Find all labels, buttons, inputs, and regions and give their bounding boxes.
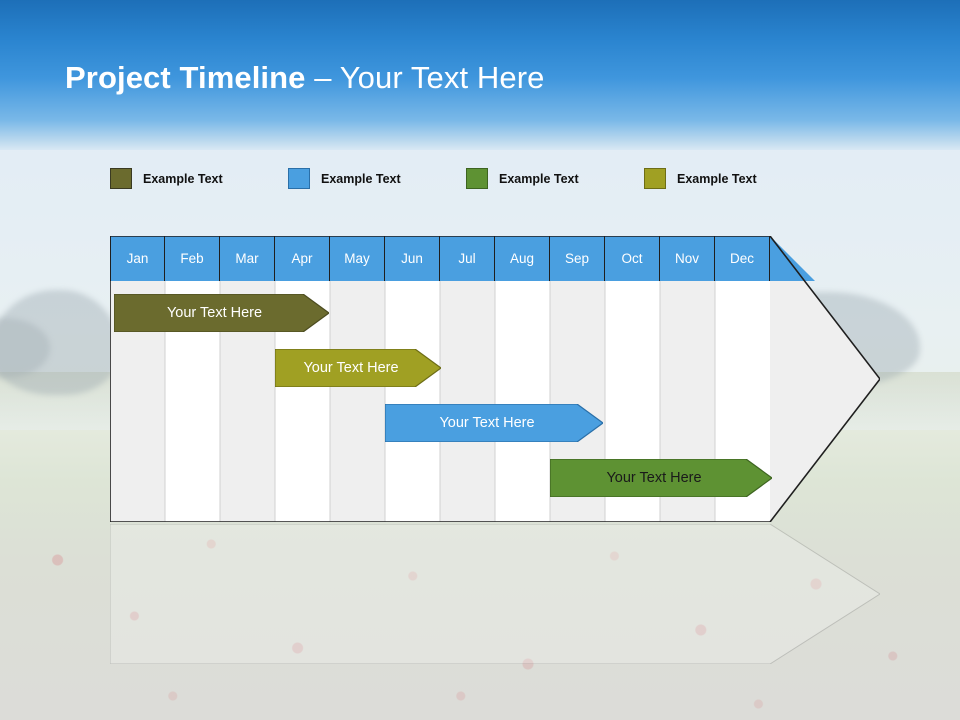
- legend-item-4[interactable]: Example Text: [644, 168, 757, 189]
- background-flowers: [0, 520, 960, 720]
- month-header-jul[interactable]: Jul: [440, 236, 495, 281]
- timeline-bar-label-2: Your Text Here: [303, 360, 399, 376]
- legend-swatch-2: [288, 168, 310, 189]
- timeline-bar-shape-2: [275, 349, 441, 387]
- timeline-column-jul: [440, 281, 495, 522]
- month-header-nov[interactable]: Nov: [660, 236, 715, 281]
- page-title-bold: Project Timeline: [65, 60, 306, 95]
- legend-swatch-3: [466, 168, 488, 189]
- page-title-light: Your Text Here: [339, 60, 545, 95]
- month-header-dec[interactable]: Dec: [715, 236, 770, 281]
- legend-item-3[interactable]: Example Text: [466, 168, 579, 189]
- timeline-bar-2[interactable]: Your Text Here: [275, 349, 441, 387]
- timeline-bar-label-3: Your Text Here: [439, 415, 535, 431]
- month-header-band: [110, 236, 815, 281]
- legend-swatch-4: [644, 168, 666, 189]
- background-tree-left: [0, 290, 120, 395]
- timeline-bar-1[interactable]: Your Text Here: [114, 294, 329, 332]
- month-header-jan[interactable]: Jan: [110, 236, 165, 281]
- timeline-bar-shape-1: [114, 294, 329, 332]
- timeline-column-may: [330, 281, 385, 522]
- legend-item-1[interactable]: Example Text: [110, 168, 223, 189]
- timeline-column-aug: [495, 281, 550, 522]
- legend: Example Text Example Text Example Text Exam…: [110, 168, 830, 196]
- month-header-aug[interactable]: Aug: [495, 236, 550, 281]
- legend-item-2[interactable]: Example Text: [288, 168, 401, 189]
- timeline-bar-shape-4: [550, 459, 772, 497]
- month-header-mar[interactable]: Mar: [220, 236, 275, 281]
- legend-label-1: Example Text: [143, 171, 223, 186]
- timeline-bar-3[interactable]: Your Text Here: [385, 404, 603, 442]
- legend-label-3: Example Text: [499, 171, 579, 186]
- legend-swatch-1: [110, 168, 132, 189]
- month-header-jun[interactable]: Jun: [385, 236, 440, 281]
- timeline-bar-label-4: Your Text Here: [606, 470, 702, 486]
- legend-label-2: Example Text: [321, 171, 401, 186]
- month-header-sep[interactable]: Sep: [550, 236, 605, 281]
- slide-header-band: [0, 0, 960, 150]
- timeline-bar-shape-3: [385, 404, 603, 442]
- page-title: Project Timeline – Your Text Here: [65, 60, 544, 96]
- legend-label-4: Example Text: [677, 171, 757, 186]
- timeline-bar-4[interactable]: Your Text Here: [550, 459, 772, 497]
- month-header-apr[interactable]: Apr: [275, 236, 330, 281]
- timeline-bar-label-1: Your Text Here: [166, 305, 263, 321]
- page-title-separator: –: [305, 60, 340, 95]
- timeline-column-jun: [385, 281, 440, 522]
- month-header-feb[interactable]: Feb: [165, 236, 220, 281]
- month-header-may[interactable]: May: [330, 236, 385, 281]
- month-header-oct[interactable]: Oct: [605, 236, 660, 281]
- timeline-body-outline: [110, 236, 880, 522]
